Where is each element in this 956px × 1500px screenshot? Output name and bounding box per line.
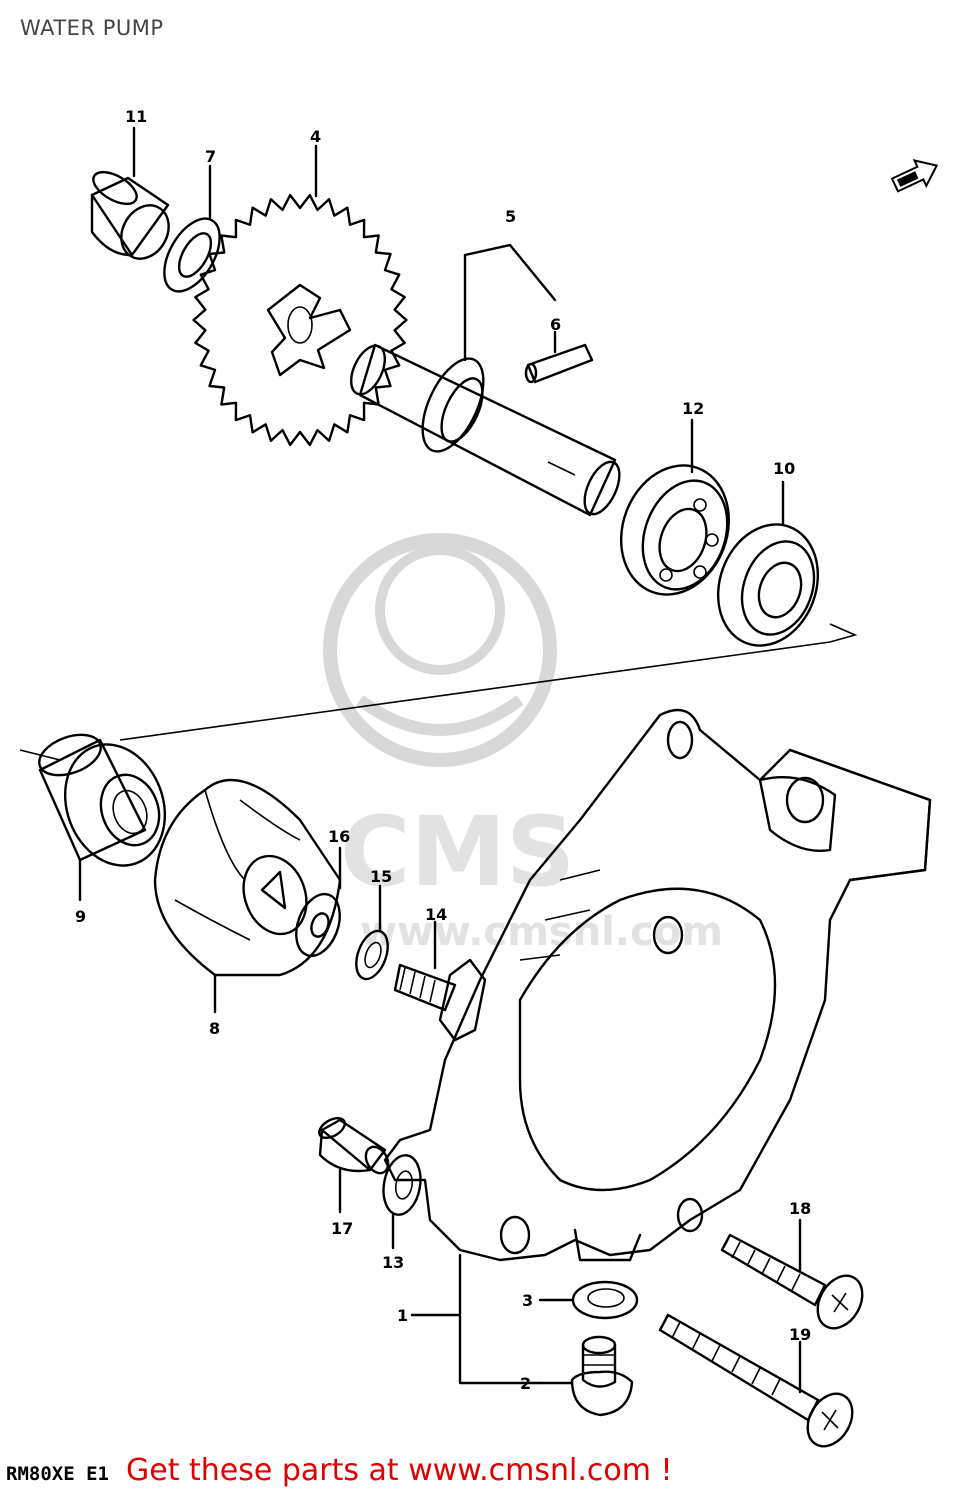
part-screw-19 <box>658 1313 854 1448</box>
callout-1: 1 <box>397 1306 408 1325</box>
callout-numbers: 11 7 4 5 6 12 10 9 8 16 15 14 17 13 1 3 … <box>75 107 811 1393</box>
assembly-line <box>19 623 858 761</box>
callout-16: 16 <box>328 827 350 846</box>
part-bushing-11 <box>90 170 170 260</box>
part-plug-2 <box>570 1335 634 1417</box>
leader-lines <box>78 126 802 1394</box>
callout-2: 2 <box>520 1374 531 1393</box>
callout-19: 19 <box>789 1325 811 1344</box>
part-pin-6 <box>524 343 594 384</box>
callout-17: 17 <box>331 1219 353 1238</box>
part-washer-7 <box>163 217 221 293</box>
model-code: RM80XE E1 <box>6 1463 109 1485</box>
callout-15: 15 <box>370 867 392 886</box>
part-washer-15 <box>355 929 389 981</box>
part-bearing-12 <box>619 464 731 596</box>
part-mech-seal-9 <box>38 733 167 867</box>
part-dowel-17 <box>318 1116 390 1175</box>
part-screw-18 <box>720 1233 864 1330</box>
callout-18: 18 <box>789 1199 811 1218</box>
callout-3: 3 <box>522 1291 533 1310</box>
watermark-url: www.cmsnl.com <box>360 909 723 955</box>
part-gasket-13 <box>382 1154 422 1216</box>
parts-link[interactable]: Get these parts at www.cmsnl.com ! <box>126 1453 673 1488</box>
callout-14: 14 <box>425 905 447 924</box>
callout-5: 5 <box>505 207 516 226</box>
part-impeller-8 <box>153 778 342 977</box>
callout-4: 4 <box>310 127 321 146</box>
callout-6: 6 <box>550 315 561 334</box>
part-washer-16 <box>295 892 341 958</box>
callout-12: 12 <box>682 399 704 418</box>
part-gear-4 <box>192 193 408 447</box>
part-washer-3 <box>571 1280 639 1320</box>
callout-7: 7 <box>205 147 216 166</box>
callout-10: 10 <box>773 459 795 478</box>
front-arrow-icon <box>890 159 939 193</box>
callout-8: 8 <box>209 1019 220 1038</box>
part-seal-10 <box>716 523 820 647</box>
part-bolt-14 <box>393 958 487 1042</box>
watermark-logo: CMS www.cmsnl.com <box>323 533 723 955</box>
part-shaft-5 <box>350 343 621 517</box>
part-housing-1 <box>383 708 932 1262</box>
watermark-logo-text: CMS <box>340 796 575 908</box>
callout-13: 13 <box>382 1253 404 1272</box>
callout-9: 9 <box>75 907 86 926</box>
callout-11: 11 <box>125 107 147 126</box>
page-title: WATER PUMP <box>20 16 164 40</box>
